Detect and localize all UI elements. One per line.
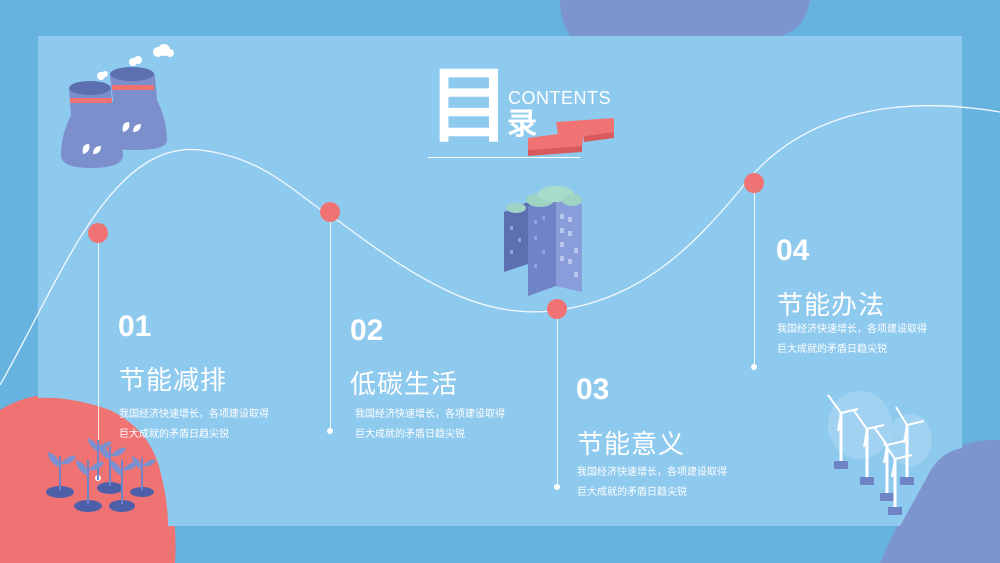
- purple-blob-bottom-right-overlap: [900, 448, 962, 526]
- section-desc-04-line1: 我国经济快速增长，各项建设取得: [777, 324, 927, 335]
- section-heading-02: 低碳生活: [350, 370, 459, 400]
- timeline-wave-line: [0, 105, 1000, 386]
- section-desc-04: 我国经济快速增长，各项建设取得 巨大成就的矛盾日趋尖锐: [777, 320, 977, 360]
- building-icon: [504, 186, 582, 296]
- connector-line-01: [98, 233, 99, 478]
- title-english: CONTENTS: [508, 88, 611, 108]
- timeline-dot-01: [88, 223, 108, 243]
- plant-sprouts-icon: [46, 438, 156, 512]
- section-number-01: 01: [118, 310, 152, 343]
- section-desc-03-line2: 巨大成就的矛盾日趋尖锐: [577, 487, 687, 498]
- connector-end-04: [751, 364, 757, 370]
- connector-end-02: [327, 428, 333, 434]
- connector-line-04: [754, 183, 755, 368]
- section-desc-01-line2: 巨大成就的矛盾日趋尖锐: [119, 429, 229, 440]
- section-desc-02-line1: 我国经济快速增长，各项建设取得: [355, 409, 505, 420]
- timeline-dot-04: [744, 173, 764, 193]
- factory-chimney-icon: [61, 44, 174, 168]
- section-desc-02: 我国经济快速增长，各项建设取得 巨大成就的矛盾日趋尖锐: [355, 405, 555, 445]
- timeline-dot-02: [320, 202, 340, 222]
- title-sub: 录: [507, 107, 537, 142]
- section-desc-03-line1: 我国经济快速增长，各项建设取得: [577, 467, 727, 478]
- connector-line-03: [557, 309, 558, 487]
- title-underline: [428, 157, 580, 158]
- purple-blob-top-right: [560, 0, 810, 36]
- section-desc-04-line2: 巨大成就的矛盾日趋尖锐: [777, 344, 887, 355]
- title-main: 目: [428, 59, 511, 154]
- section-heading-01: 节能减排: [119, 366, 228, 396]
- section-heading-03: 节能意义: [577, 430, 686, 460]
- section-number-04: 04: [776, 234, 810, 267]
- connector-line-02: [330, 212, 331, 432]
- lightning-bolt-icon: [528, 118, 614, 156]
- section-desc-01: 我国经济快速增长，各项建设取得 巨大成就的矛盾日趋尖锐: [119, 405, 319, 445]
- section-desc-03: 我国经济快速增长，各项建设取得 巨大成就的矛盾日趋尖锐: [577, 463, 777, 503]
- section-number-02: 02: [350, 314, 384, 347]
- wind-turbines-icon: [827, 391, 932, 515]
- content-panel: [38, 36, 962, 526]
- section-heading-04: 节能办法: [777, 291, 886, 321]
- section-desc-02-line2: 巨大成就的矛盾日趋尖锐: [355, 429, 465, 440]
- timeline-dot-03: [547, 299, 567, 319]
- section-desc-01-line1: 我国经济快速增长，各项建设取得: [119, 409, 269, 420]
- section-number-03: 03: [576, 373, 610, 406]
- connector-end-03: [554, 484, 560, 490]
